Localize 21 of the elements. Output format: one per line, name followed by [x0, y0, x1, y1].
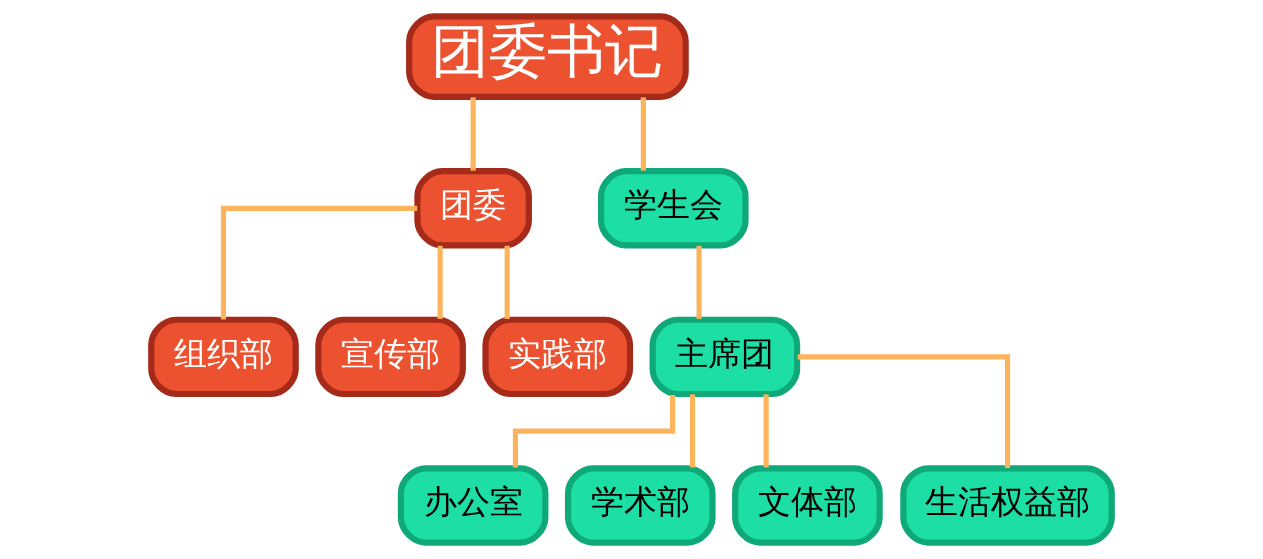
- node-box: 文体部: [732, 465, 883, 546]
- node-box: 团委: [414, 168, 532, 249]
- node-box: 实践部: [482, 316, 634, 398]
- node-box: 组织部: [148, 316, 299, 398]
- node-box: 团委书记: [406, 13, 689, 100]
- node-box: 学生会: [597, 168, 749, 249]
- connector: [797, 354, 1011, 468]
- connector: [512, 394, 676, 468]
- connector: [763, 394, 769, 468]
- node-box: 宣传部: [315, 316, 466, 398]
- node-box: 主席团: [649, 316, 801, 398]
- connector: [470, 97, 476, 171]
- connector: [689, 394, 696, 468]
- connector: [696, 245, 702, 319]
- connector: [220, 205, 418, 320]
- connector: [504, 245, 510, 319]
- connector: [437, 245, 443, 319]
- node-box: 生活权益部: [900, 465, 1115, 546]
- node-box: 学术部: [564, 465, 716, 546]
- connector: [640, 97, 646, 171]
- node-box: 办公室: [397, 465, 549, 546]
